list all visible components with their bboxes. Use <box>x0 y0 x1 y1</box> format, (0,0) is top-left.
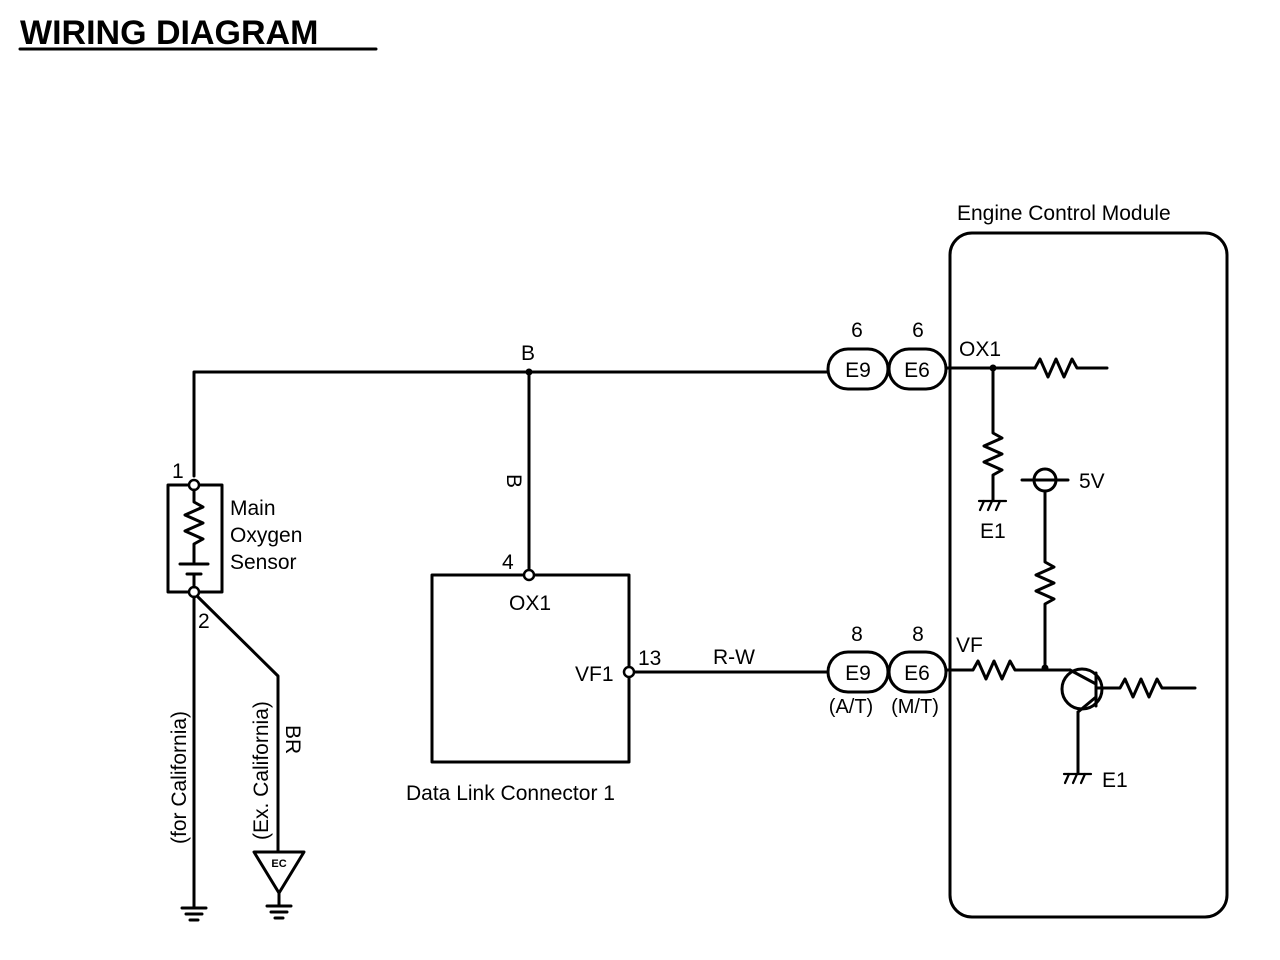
wire-sensor-ground-color-label: BR <box>281 725 304 754</box>
dlc-pin-ox1-number: 4 <box>502 551 514 574</box>
ecm-label: Engine Control Module <box>957 202 1171 225</box>
wire-vertical-color-label: B <box>502 474 525 488</box>
ground-ex-california-symbol <box>265 904 293 920</box>
ecm-5v-resistor <box>1034 489 1056 670</box>
connector-bottom: E9 E6 8 8 (A/T) (M/T) <box>826 623 948 718</box>
ecm-ox1-pin-label: OX1 <box>959 338 1001 361</box>
diagram-title: WIRING DIAGRAM <box>20 14 318 52</box>
connector-top-e9-label: E9 <box>845 359 871 382</box>
ground-california-symbol <box>180 906 208 922</box>
ground-ec-label: EC <box>271 858 286 870</box>
dlc-pin-vf1-name: VF1 <box>575 663 614 686</box>
connector-bottom-e6-label: E6 <box>904 662 930 685</box>
sensor-pin-1-label: 1 <box>172 460 184 483</box>
wire-sensor-ground-ex-california <box>196 595 280 854</box>
dlc-pin-vf1-number: 13 <box>638 647 661 670</box>
connector-top-e6-label: E6 <box>904 359 930 382</box>
ecm-vf-resistor <box>944 659 1072 681</box>
sensor-label-line3: Sensor <box>230 551 297 574</box>
connector-top-e9-pin: 6 <box>851 319 863 342</box>
ecm-5v-label: 5V <box>1079 470 1105 493</box>
sensor-heater-resistor <box>183 488 205 564</box>
ecm-vf-junction <box>1041 664 1049 672</box>
note-ex-california: (Ex. California) <box>250 701 273 840</box>
connector-top-e6-pin: 6 <box>912 319 924 342</box>
ecm-transistor <box>1060 667 1197 775</box>
ecm-ground-upper-label: E1 <box>980 520 1006 543</box>
ecm-ox1-resistor <box>1033 357 1109 379</box>
connector-bottom-e9-note: (A/T) <box>829 696 873 718</box>
ecm-ground-upper-symbol <box>977 499 1008 512</box>
ecm-vf-pin-label: VF <box>956 634 983 657</box>
dlc-pin-ox1 <box>522 568 536 582</box>
connector-bottom-e6-note: (M/T) <box>891 696 939 718</box>
ecm-ground-lower-label: E1 <box>1102 769 1128 792</box>
connector-top: E9 E6 6 6 <box>826 319 948 391</box>
wire-top-color-label: B <box>521 342 535 365</box>
sensor-label-line1: Main <box>230 497 276 520</box>
note-for-california: (for California) <box>168 711 191 844</box>
wire-top-b <box>192 370 830 478</box>
sensor-pin-2-label: 2 <box>198 610 210 633</box>
ecm-box <box>948 231 1229 919</box>
ecm-pulldown-resistor <box>982 366 1004 502</box>
ground-ec-triangle <box>252 850 306 895</box>
wire-vf-color-label: R-W <box>713 646 755 669</box>
dlc-pin-vf1 <box>622 665 636 679</box>
ecm-ground-lower-symbol <box>1062 772 1093 785</box>
dlc-pin-ox1-name: OX1 <box>509 592 551 615</box>
connector-bottom-e9-pin: 8 <box>851 623 863 646</box>
connector-bottom-e6 <box>887 650 948 694</box>
dlc-label: Data Link Connector 1 <box>406 782 615 805</box>
connector-bottom-e6-pin: 8 <box>912 623 924 646</box>
sensor-label-line2: Oxygen <box>230 524 302 547</box>
connector-bottom-e9-label: E9 <box>845 662 871 685</box>
